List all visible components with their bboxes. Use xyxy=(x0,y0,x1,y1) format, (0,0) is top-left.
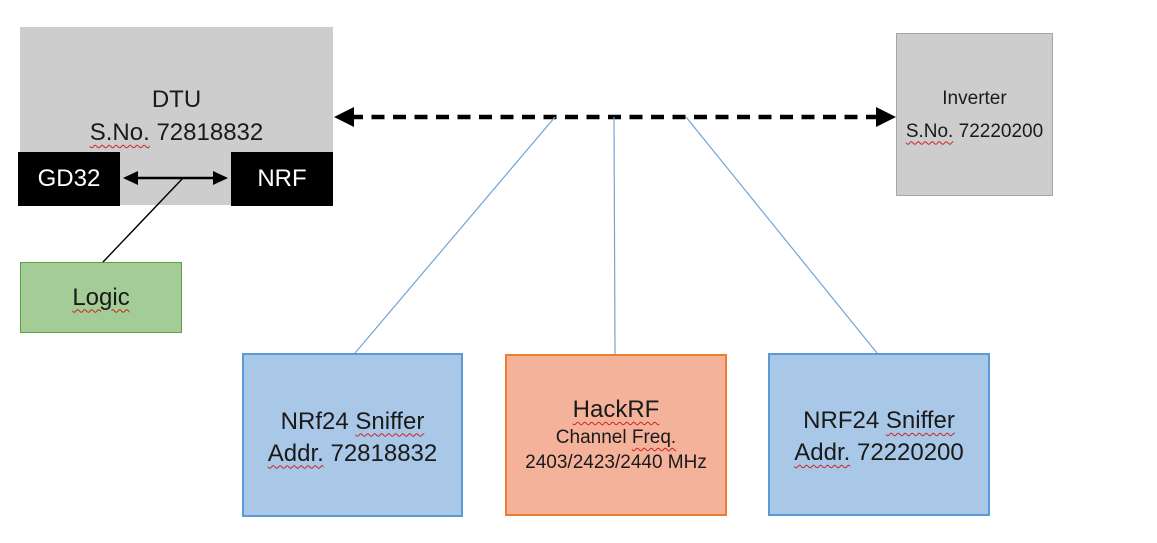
sniffer-left-box: NRf24 Sniffer Addr. 72818832 xyxy=(242,353,463,517)
sniffer-left-addr-label: Addr. xyxy=(267,439,324,467)
dtu-serial-number: 72818832 xyxy=(156,119,264,146)
arrowhead-left-icon xyxy=(334,107,354,127)
sniffer-right-addr-label: Addr. xyxy=(794,439,851,466)
sniffer-right-title: NRF24 Sniffer xyxy=(803,405,955,437)
inverter-serial-label: S.No. xyxy=(905,120,954,142)
sniffer-right-title-prefix: NRF24 xyxy=(803,407,880,434)
nrf-label: NRF xyxy=(257,165,307,192)
inverter-serial: S.No. 72220200 xyxy=(906,115,1043,148)
hackrf-connector-line xyxy=(613,116,616,355)
sniffer-left-addr-number: 72818832 xyxy=(330,439,438,467)
logic-label: Logic xyxy=(72,283,130,311)
dtu-serial: S.No. 72818832 xyxy=(90,116,263,149)
sniffer-left-title-prefix: NRf24 xyxy=(280,407,349,435)
sniffer-right-addr-number: 72220200 xyxy=(856,439,964,466)
gd32-box: GD32 xyxy=(18,152,120,206)
sniffer-right-addr: Addr. 72220200 xyxy=(794,437,964,469)
gd32-label: GD32 xyxy=(37,165,101,192)
arrowhead-right-icon xyxy=(876,107,896,127)
inverter-box: Inverter S.No. 72220200 xyxy=(896,33,1053,196)
sniffer-right-title-word: Sniffer xyxy=(885,407,955,434)
nrf-box: NRF xyxy=(231,152,333,206)
sniffer-right-box: NRF24 Sniffer Addr. 72220200 xyxy=(768,353,990,516)
hackrf-frequencies: 2403/2423/2440 MHz xyxy=(525,452,707,473)
inverter-title: Inverter xyxy=(942,87,1007,109)
hackrf-box: HackRF Channel Freq. 2403/2423/2440 MHz xyxy=(505,354,727,516)
sniffer-right-connector-line xyxy=(685,116,878,354)
sniffer-left-title: NRf24 Sniffer xyxy=(281,406,425,438)
dtu-inverter-dashed-arrow xyxy=(334,107,896,127)
hackrf-freq-word: Freq. xyxy=(631,427,677,448)
sniffer-left-title-word: Sniffer xyxy=(355,407,425,435)
hackrf-channel-line: Channel Freq. xyxy=(556,425,676,450)
logic-box: Logic xyxy=(20,262,182,333)
sniffer-left-addr: Addr. 72818832 xyxy=(268,438,438,470)
hackrf-title: HackRF xyxy=(572,396,660,423)
dtu-title: DTU xyxy=(151,86,202,113)
inverter-serial-number: 72220200 xyxy=(958,120,1044,142)
hackrf-channel-word: Channel xyxy=(555,427,627,448)
dtu-serial-label: S.No. xyxy=(89,119,150,146)
sniffer-left-connector-line xyxy=(354,116,556,354)
